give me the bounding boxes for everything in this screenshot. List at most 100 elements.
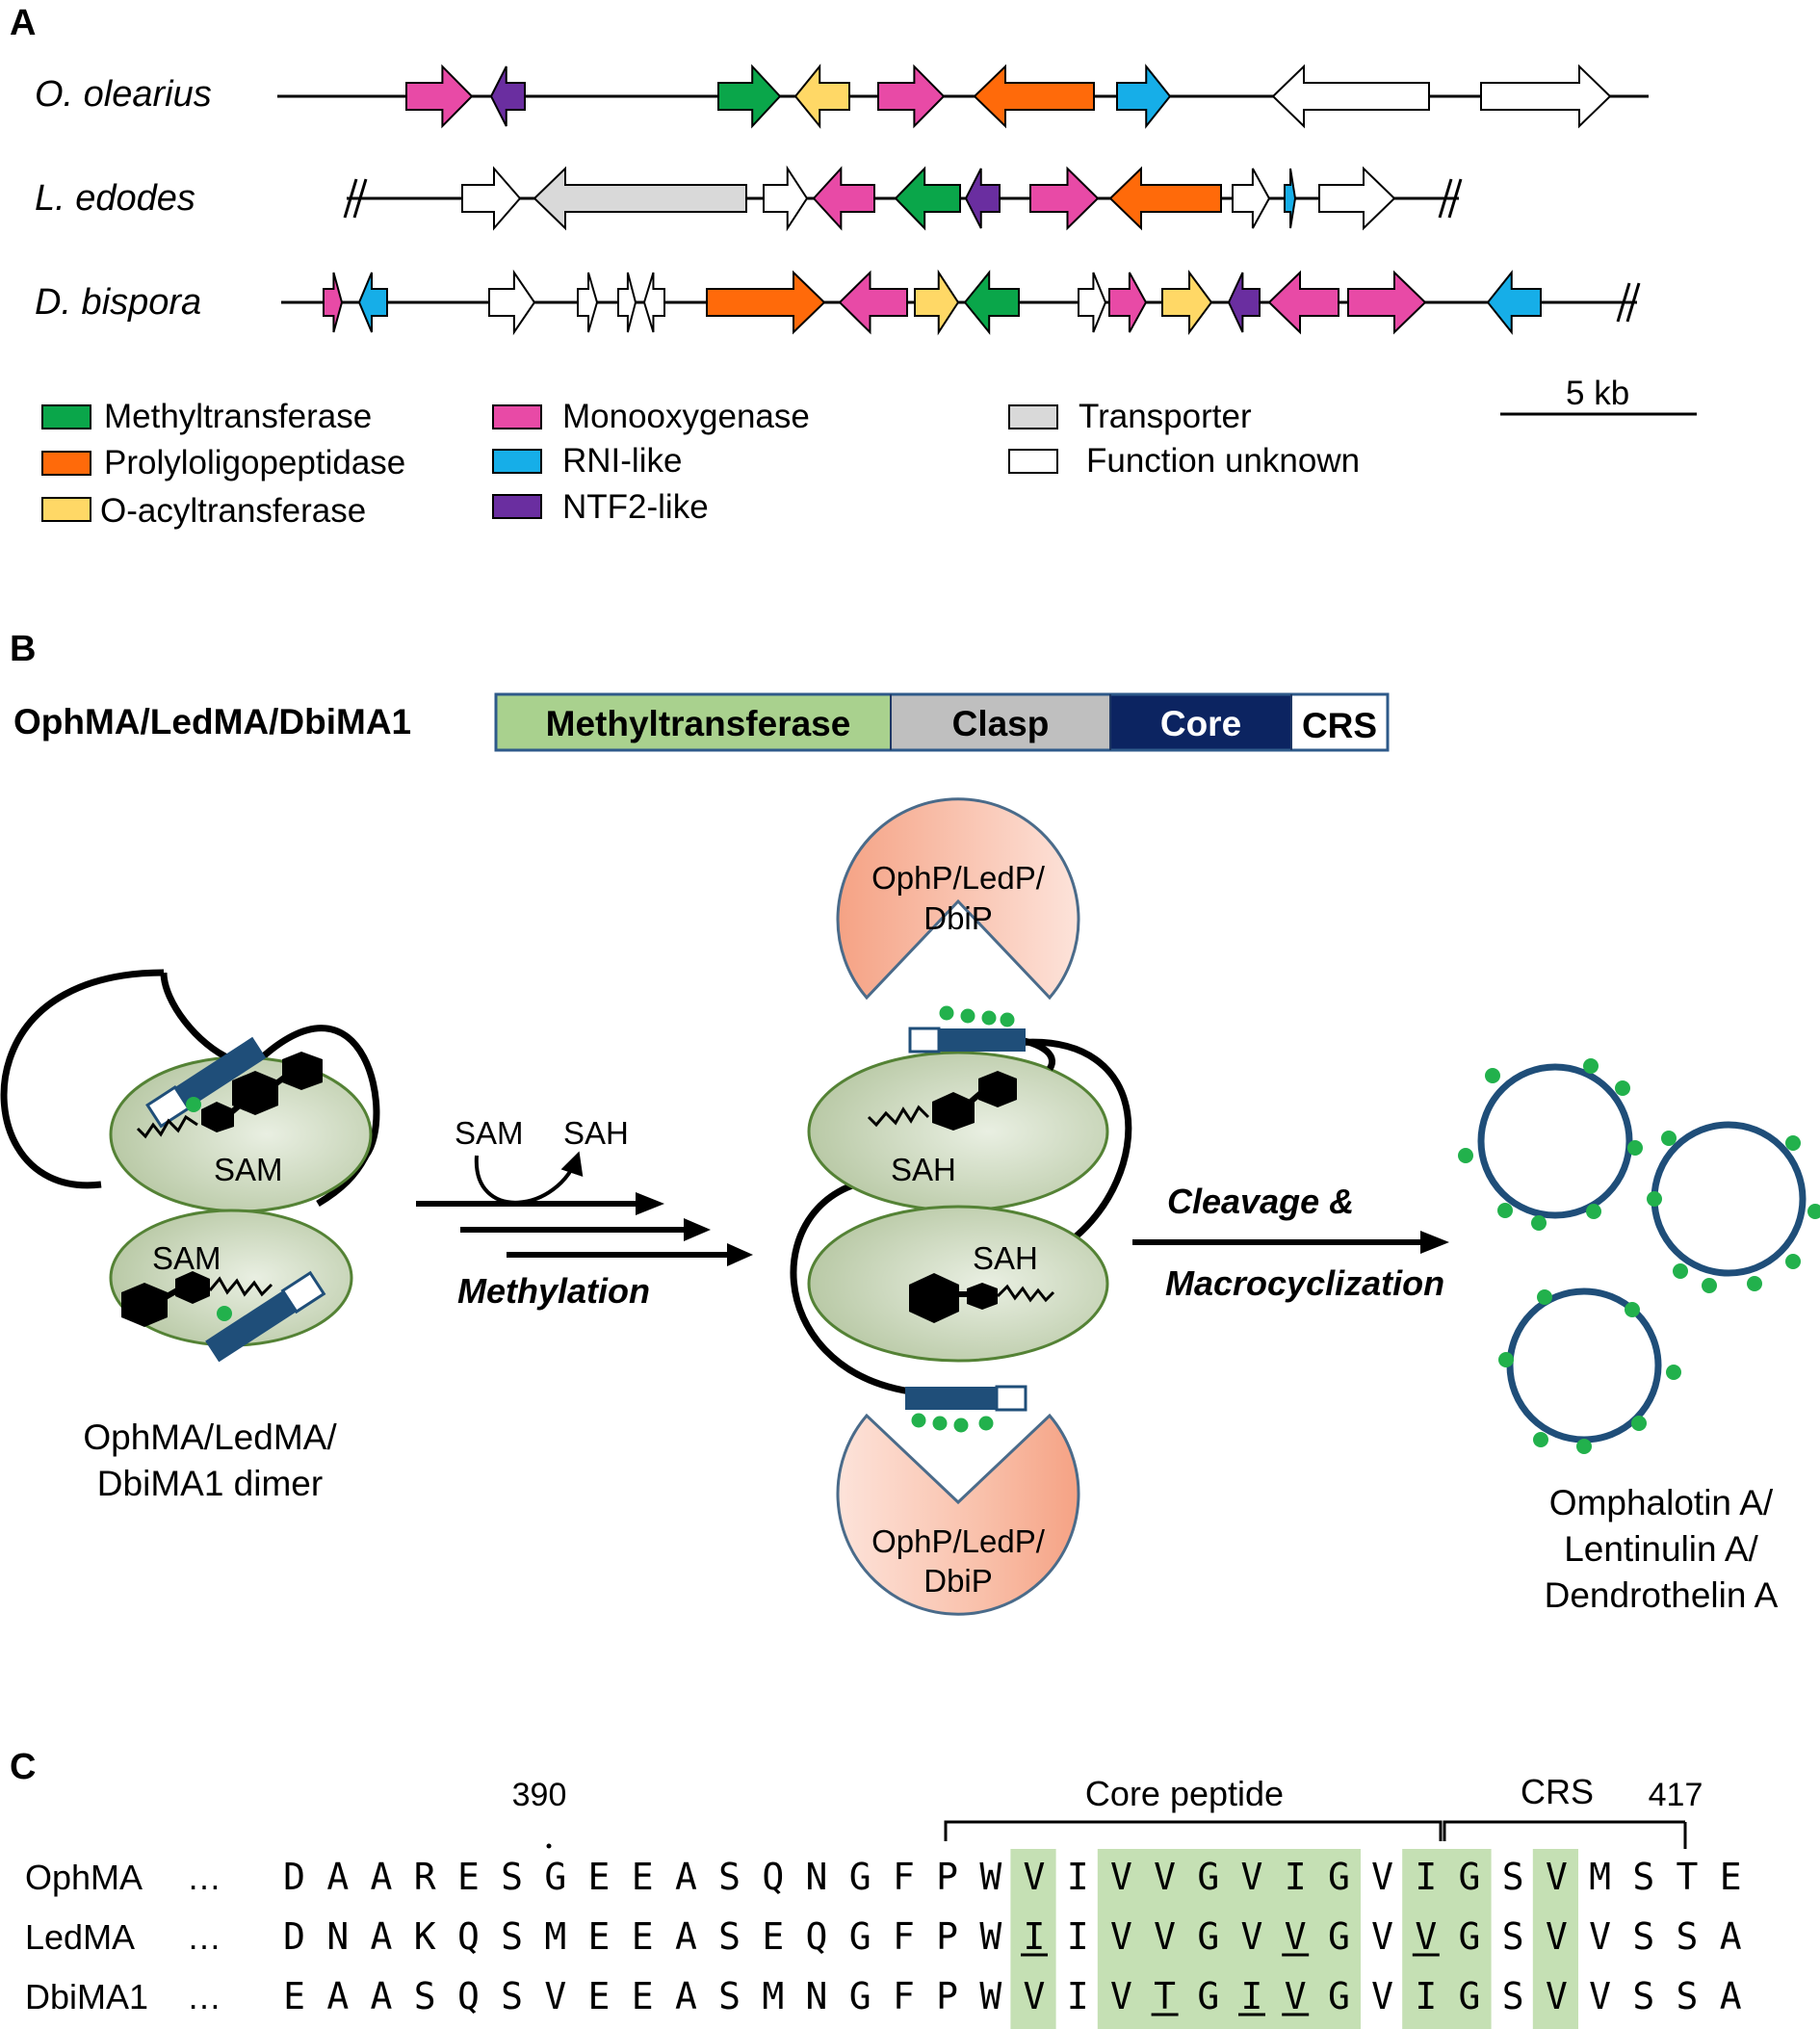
residue: I <box>1415 1856 1437 1898</box>
product-caption-2: Lentinulin A/ <box>1564 1529 1758 1569</box>
sah-molecule-bottom <box>909 1273 1055 1323</box>
gene-track-1 <box>277 64 1649 129</box>
legend-label-monooxygenase: Monooxygenase <box>562 398 810 435</box>
legend-swatch-monooxygenase <box>492 404 542 429</box>
gene-arrow-rni-like <box>1486 270 1542 335</box>
residue: V <box>1371 1975 1393 2017</box>
residue: S <box>501 1975 523 2017</box>
residue: E <box>588 1915 611 1958</box>
residue: D <box>283 1856 305 1898</box>
gene-arrow-methyltransferase <box>717 64 782 129</box>
residue: G <box>544 1856 566 1898</box>
domain-core <box>1110 694 1291 750</box>
tail-line-right <box>257 1025 380 1208</box>
methylated-complex-center <box>790 1034 1132 1395</box>
gene-arrow-ntf2-like <box>489 65 526 127</box>
gene-arrow-o-acyltransferase <box>1161 269 1213 336</box>
gene-arrow-o-acyltransferase <box>914 269 960 336</box>
macrocyclization-label: Macrocyclization <box>1165 1263 1444 1303</box>
sam-sah-molecules <box>121 1052 1055 1327</box>
residue: M <box>762 1975 784 2017</box>
residue: E <box>588 1975 611 2017</box>
panel-b-label: B <box>10 629 36 669</box>
legend-label-methyltransferase: Methyltransferase <box>104 398 372 435</box>
conserved-column-highlight <box>1228 1849 1274 2029</box>
residue: G <box>1197 1975 1219 2017</box>
legend-swatch-function-unknown <box>1008 449 1058 474</box>
residue: V <box>1241 1856 1263 1898</box>
legend-label-function-unknown: Function unknown <box>1086 442 1360 480</box>
residue: V <box>1241 1915 1263 1958</box>
residue: A <box>675 1975 697 2017</box>
seq-name-ledma: LedMA <box>25 1917 135 1957</box>
domain-bar-outline <box>494 692 1390 752</box>
residue: S <box>718 1975 741 2017</box>
legend-swatch-ntf2-like <box>492 494 542 519</box>
residue: S <box>1632 1915 1654 1958</box>
domain-label-clasp: Clasp <box>952 704 1050 743</box>
conserved-column-highlight <box>1402 1849 1448 2029</box>
residue: P <box>936 1856 958 1898</box>
residue: G <box>1328 1915 1350 1958</box>
residue: A <box>675 1915 697 1958</box>
gene-arrow-monooxygenase <box>1108 272 1148 333</box>
conserved-column-highlight <box>1271 1849 1317 2029</box>
seq-ellipsis-ophma: … <box>187 1858 221 1897</box>
residue: V <box>1154 1856 1176 1898</box>
protease-top-shape <box>836 797 1080 1001</box>
protease-top-label-2: DbiP <box>923 900 993 936</box>
domain-methyltransferase <box>496 694 891 750</box>
alignment-highlights <box>1010 1849 1578 2029</box>
gene-arrow-unknown <box>488 269 536 336</box>
legend-swatch-o-acyltransferase <box>41 497 91 522</box>
cleavage-arrow: Cleavage & Macrocyclization <box>1132 1182 1449 1303</box>
residue: S <box>718 1856 741 1898</box>
gene-arrow-o-acyltransferase <box>793 64 850 129</box>
residue: V <box>1024 1975 1046 2017</box>
residue: V <box>1371 1856 1393 1898</box>
gene-arrow-unknown <box>1232 168 1271 229</box>
legend-item-o-acyltransferase: O-acyltransferase <box>41 492 366 530</box>
core-peptide-bars <box>145 1027 1027 1412</box>
residue: P <box>936 1915 958 1958</box>
seq-ellipsis-ledma: … <box>187 1917 221 1957</box>
break-mark <box>343 178 358 219</box>
residue: W <box>979 1856 1001 1898</box>
residue: E <box>632 1915 654 1958</box>
gene-arrow-methyltransferase <box>963 270 1020 335</box>
conserved-column-highlight <box>1445 1849 1492 2029</box>
seq-ellipsis-dbima1: … <box>187 1977 221 2016</box>
conserved-column-highlight <box>1184 1849 1231 2029</box>
position-390-tick <box>546 1843 552 1849</box>
residue: I <box>1415 1975 1437 2017</box>
residue: A <box>371 1915 393 1958</box>
legend-item-rni-like: RNI-like <box>492 442 682 480</box>
gene-arrow-monooxygenase <box>838 270 908 335</box>
sam-molecule-bottom <box>121 1271 273 1327</box>
legend-label-rni-like: RNI-like <box>562 442 682 480</box>
residue: S <box>1502 1915 1524 1958</box>
residue: S <box>1632 1975 1654 2017</box>
residue: S <box>1677 1975 1699 2017</box>
panel-c-label: C <box>10 1747 36 1787</box>
sah-out-label: SAH <box>563 1115 629 1151</box>
residue: V <box>1154 1915 1176 1958</box>
residue: A <box>326 1856 349 1898</box>
residue: M <box>544 1915 566 1958</box>
residue: D <box>283 1915 305 1958</box>
sam-sah-curve-arrow <box>474 1151 584 1205</box>
gene-arrow-rni-like <box>1116 64 1172 129</box>
protease-bottom-shape <box>836 1413 1080 1616</box>
residue: S <box>414 1975 436 2017</box>
subunit-bottom-center <box>807 1205 1109 1363</box>
residue: G <box>1197 1856 1219 1898</box>
residue: S <box>1502 1975 1524 2017</box>
species-label-d-bispora: D. bispora <box>35 282 201 323</box>
residue: I <box>1024 1915 1046 1958</box>
residue: N <box>806 1975 828 2017</box>
residue: G <box>849 1975 871 2017</box>
residue: I <box>1067 1975 1089 2017</box>
methylation-arrows: SAM SAH Methylation <box>416 1115 753 1311</box>
gene-arrow-monooxygenase <box>323 272 344 333</box>
break-mark <box>1616 282 1631 323</box>
